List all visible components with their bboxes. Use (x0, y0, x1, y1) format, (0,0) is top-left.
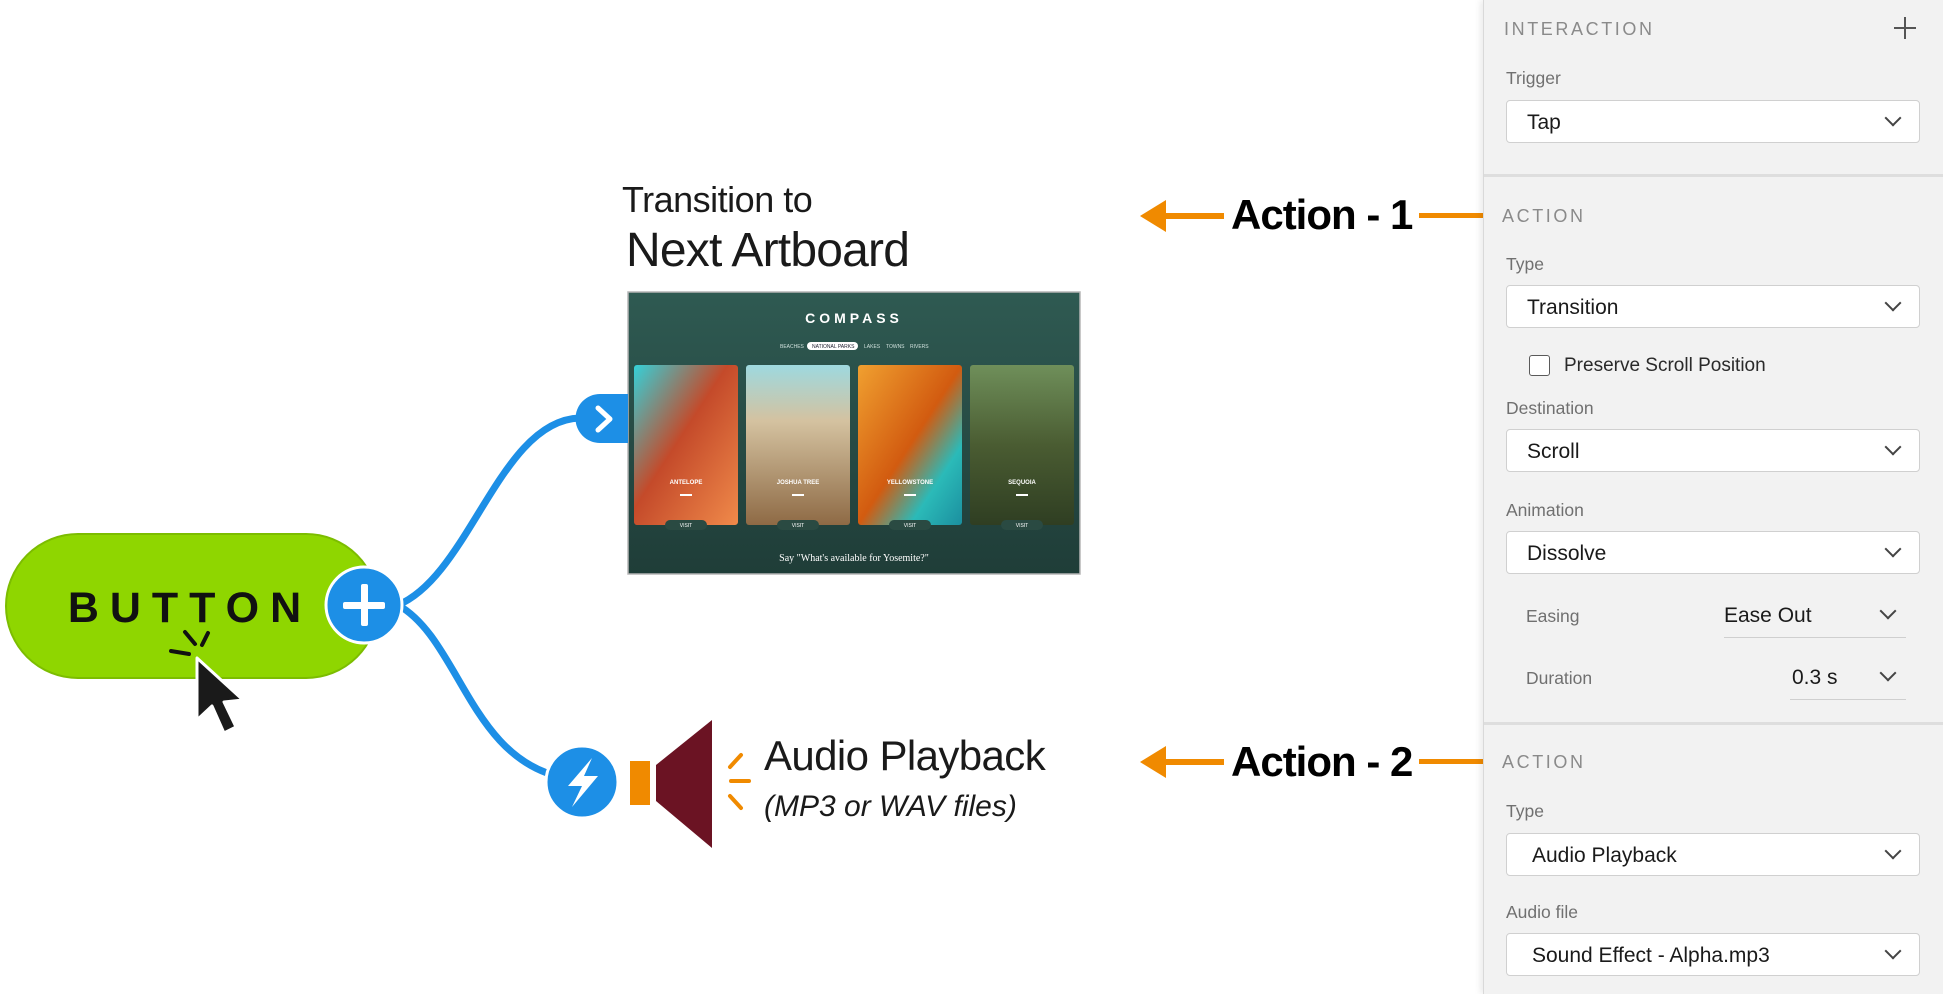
connector-to-transition (394, 414, 584, 609)
chevron-down-icon (1884, 842, 1902, 860)
artboard-nav-item: TOWNS (886, 344, 905, 350)
artboard-card-joshua-tree (746, 365, 850, 525)
speaker-icon (630, 720, 751, 848)
connector-to-audio (394, 601, 569, 782)
artboard-nav-item: BEACHES (780, 344, 805, 350)
artboard-nav-item: LAKES (864, 344, 881, 350)
chevron-down-icon (1884, 438, 1902, 456)
chevron-down-icon (1884, 109, 1902, 127)
artboard-card-button: VISIT (792, 523, 805, 529)
transition-title-large: Next Artboard (626, 224, 909, 277)
artboard-card-sequoia (970, 365, 1074, 525)
trigger-label: Trigger (1506, 68, 1561, 88)
section-divider (1484, 722, 1943, 725)
action-1-type-label: Type (1506, 254, 1544, 274)
audio-file-dropdown[interactable]: Sound Effect - Alpha.mp3 (1506, 933, 1920, 976)
preserve-scroll-label: Preserve Scroll Position (1564, 355, 1766, 376)
easing-dropdown[interactable]: Ease Out (1724, 597, 1906, 638)
artboard-nav-item: NATIONAL PARKS (812, 344, 855, 350)
action-1-label: Action - 1 (1231, 191, 1413, 238)
action-2-label: Action - 2 (1231, 738, 1412, 785)
artboard-card-title: JOSHUA TREE (777, 480, 819, 486)
audio-title: Audio Playback (764, 732, 1047, 779)
artboard-card-title: ANTELOPE (670, 480, 703, 486)
action-2-type-label: Type (1506, 801, 1544, 821)
artboard-card-title: SEQUOIA (1008, 480, 1036, 486)
transition-title-small: Transition to (622, 179, 812, 220)
duration-dropdown[interactable]: 0.3 s (1790, 659, 1906, 700)
animation-value: Dissolve (1527, 542, 1607, 565)
add-interaction-icon[interactable] (324, 565, 404, 645)
prototype-button[interactable]: BUTTON (5, 533, 379, 679)
destination-dropdown[interactable]: Scroll (1506, 429, 1920, 472)
button-label: BUTTON (68, 584, 312, 632)
artboard-footer: Say "What's available for Yosemite?" (779, 553, 929, 564)
trigger-value: Tap (1527, 111, 1561, 134)
chevron-down-icon (1884, 540, 1902, 558)
action-1-section-title: ACTION (1502, 206, 1586, 226)
artboard-card-antelope (634, 365, 738, 525)
transition-chevron-icon (575, 394, 628, 443)
action-2-arrow-icon (1140, 746, 1494, 778)
action-1-arrow-icon (1140, 200, 1494, 232)
artboard-brand: COMPASS (805, 310, 903, 326)
easing-value: Ease Out (1724, 604, 1812, 627)
mouse-cursor-icon (195, 656, 245, 735)
audio-file-value: Sound Effect - Alpha.mp3 (1532, 944, 1770, 967)
click-spark-icon (169, 630, 210, 656)
artboard-card-button: VISIT (904, 523, 917, 529)
action-2-type-value: Audio Playback (1532, 844, 1677, 867)
destination-label: Destination (1506, 398, 1594, 418)
duration-value: 0.3 s (1792, 666, 1838, 689)
section-divider (1484, 174, 1943, 177)
action-2-section-title: ACTION (1502, 752, 1586, 772)
interaction-section-title: INTERACTION (1504, 19, 1655, 39)
artboard-card-title: YELLOWSTONE (887, 480, 933, 486)
artboard-nav-item: RIVERS (910, 344, 929, 350)
animation-dropdown[interactable]: Dissolve (1506, 531, 1920, 574)
animation-label: Animation (1506, 500, 1584, 520)
lightning-icon (544, 744, 620, 820)
audio-file-label: Audio file (1506, 902, 1578, 922)
chevron-down-icon (1884, 294, 1902, 312)
chevron-down-icon (1879, 664, 1897, 682)
audio-subtitle: (MP3 or WAV files) (764, 790, 1017, 823)
trigger-dropdown[interactable]: Tap (1506, 100, 1920, 143)
preserve-scroll-checkbox[interactable] (1529, 355, 1550, 376)
artboard-card-yellowstone (858, 365, 962, 525)
prototype-properties-panel: INTERACTION Trigger Tap ACTION Type Tran… (1483, 0, 1943, 994)
action-1-type-dropdown[interactable]: Transition (1506, 285, 1920, 328)
chevron-down-icon (1879, 602, 1897, 620)
chevron-down-icon (1884, 942, 1902, 960)
artboard-card-button: VISIT (680, 523, 693, 529)
artboard-nav: BEACHES NATIONAL PARKS LAKES TOWNS RIVER… (780, 342, 929, 350)
destination-value: Scroll (1527, 440, 1580, 463)
artboard-card-button: VISIT (1016, 523, 1029, 529)
easing-label: Easing (1526, 606, 1580, 626)
action-1-type-value: Transition (1527, 296, 1619, 319)
add-interaction-plus-icon[interactable] (1894, 17, 1916, 39)
action-2-type-dropdown[interactable]: Audio Playback (1506, 833, 1920, 876)
next-artboard-thumbnail: COMPASS BEACHES NATIONAL PARKS LAKES TOW… (627, 291, 1081, 575)
duration-label: Duration (1526, 668, 1593, 688)
